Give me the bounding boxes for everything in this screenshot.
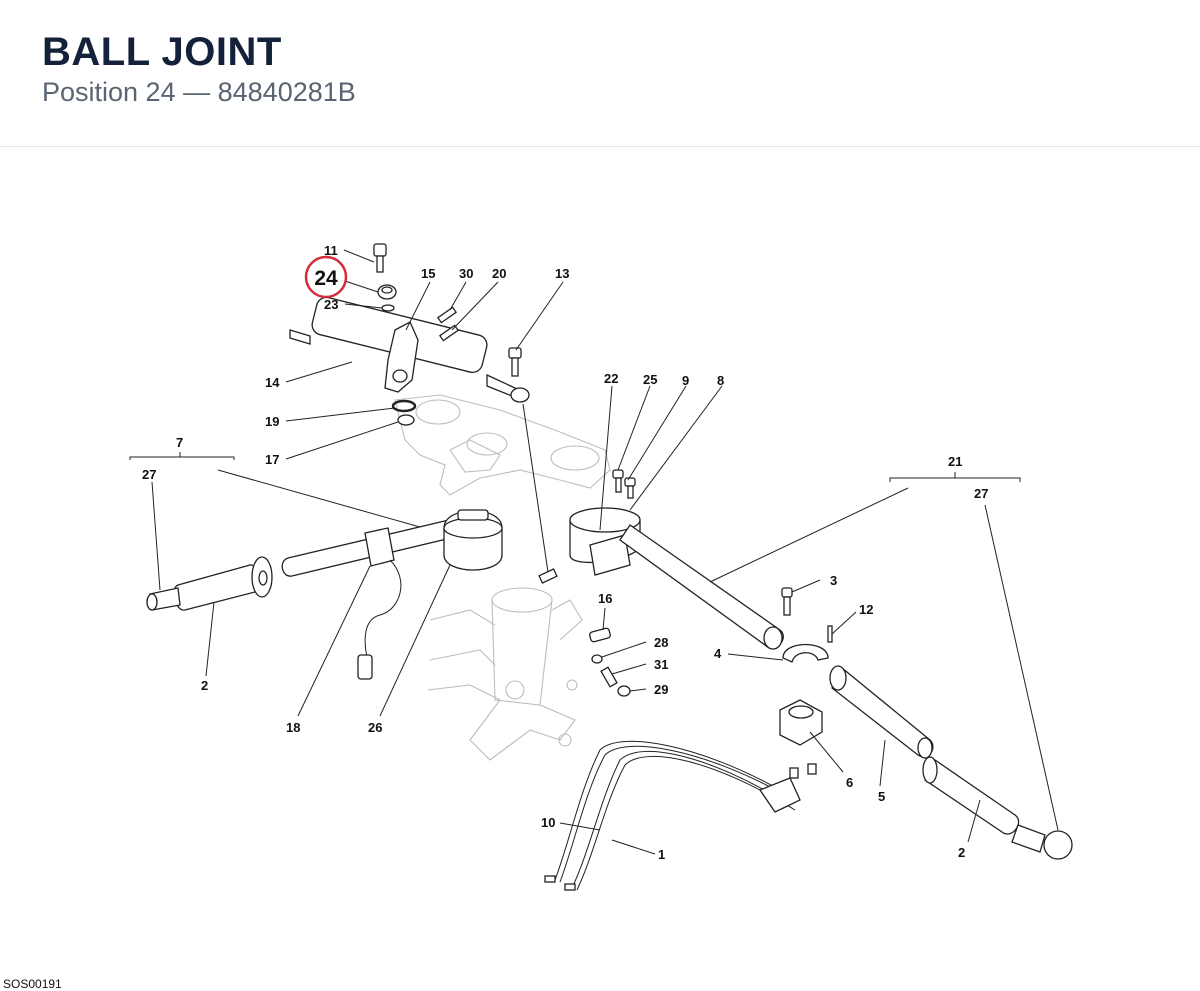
callout-22: 22 <box>604 371 618 386</box>
callout-28: 28 <box>654 635 668 650</box>
bushing-17 <box>397 414 415 426</box>
callout-18: 18 <box>286 720 300 735</box>
callout-6: 6 <box>846 775 853 790</box>
callout-3: 3 <box>830 573 837 588</box>
callout-4: 4 <box>714 646 722 661</box>
washer-23 <box>381 304 395 312</box>
separator: — <box>183 77 211 107</box>
right-clip-on-22 <box>569 507 641 576</box>
screw-31 <box>600 666 618 688</box>
screw-20 <box>439 324 459 342</box>
callout-16: 16 <box>598 591 612 606</box>
bar-end-27-right <box>1011 824 1073 860</box>
callout-26: 26 <box>368 720 382 735</box>
fastener-16 <box>589 627 611 643</box>
washer-28 <box>591 654 603 664</box>
callout-7: 7 <box>176 435 183 450</box>
callout-11: 11 <box>324 243 338 258</box>
callout-30: 30 <box>459 266 473 281</box>
callout-13: 13 <box>555 266 569 281</box>
switch-housing-18 <box>357 527 402 680</box>
part-number: 84840281B <box>217 77 356 107</box>
callout-1: 1 <box>658 847 665 862</box>
highlight-ring-24 <box>304 255 348 299</box>
diagram-code: SOS00191 <box>3 977 62 991</box>
callout-20: 20 <box>492 266 506 281</box>
part-subtitle: Position 24 — 84840281B <box>42 77 356 108</box>
callout-2-right: 2 <box>958 845 965 860</box>
bar-end-27-left <box>146 587 181 611</box>
callout-labels: 11 24 15 30 20 13 23 14 19 17 7 27 22 25… <box>142 243 988 862</box>
callout-14: 14 <box>265 375 280 390</box>
callout-12: 12 <box>859 602 873 617</box>
callout-29: 29 <box>654 682 668 697</box>
callout-15: 15 <box>421 266 435 281</box>
ball-joint-24 <box>377 284 397 300</box>
callout-27-left: 27 <box>142 467 156 482</box>
leader-lines <box>129 249 1059 855</box>
callout-23: 23 <box>324 297 338 312</box>
triple-clamp-ghost <box>394 394 611 496</box>
callout-2-left: 2 <box>201 678 208 693</box>
screw-30 <box>437 306 457 324</box>
right-grip-2 <box>922 756 1020 835</box>
bolt-11 <box>373 243 387 273</box>
screws-25-9 <box>612 469 636 499</box>
callout-27-right: 27 <box>974 486 988 501</box>
callout-24[interactable]: 24 <box>314 267 338 290</box>
steering-damper-14 <box>289 296 530 403</box>
pin-12 <box>827 625 833 643</box>
bolt-13 <box>508 347 522 377</box>
left-grip-2 <box>173 556 273 611</box>
page-header: BALL JOINT Position 24 — 84840281B <box>0 0 1200 147</box>
callout-5: 5 <box>878 789 885 804</box>
callout-19: 19 <box>265 414 279 429</box>
callout-21: 21 <box>948 454 962 469</box>
throttle-upper-half-4 <box>782 644 829 663</box>
callout-31: 31 <box>654 657 668 672</box>
part-title: BALL JOINT <box>42 30 282 74</box>
frame-ghost <box>427 587 583 761</box>
callout-10: 10 <box>541 815 555 830</box>
callout-17: 17 <box>265 452 279 467</box>
callout-8: 8 <box>717 373 724 388</box>
screw-3 <box>781 587 793 616</box>
throttle-tube-5 <box>829 665 934 759</box>
position-label: Position 24 <box>42 77 176 107</box>
right-handlebar-tube <box>619 524 784 650</box>
callout-25: 25 <box>643 372 657 387</box>
bolt-lower <box>538 568 558 584</box>
clamp-26 <box>443 509 503 571</box>
callout-9: 9 <box>682 373 689 388</box>
o-ring-19 <box>391 399 417 413</box>
exploded-parts-diagram: 11 24 15 30 20 13 23 14 19 17 7 27 22 25… <box>129 243 1073 891</box>
throttle-cables-1-10 <box>544 740 817 891</box>
nut-29 <box>617 685 631 697</box>
